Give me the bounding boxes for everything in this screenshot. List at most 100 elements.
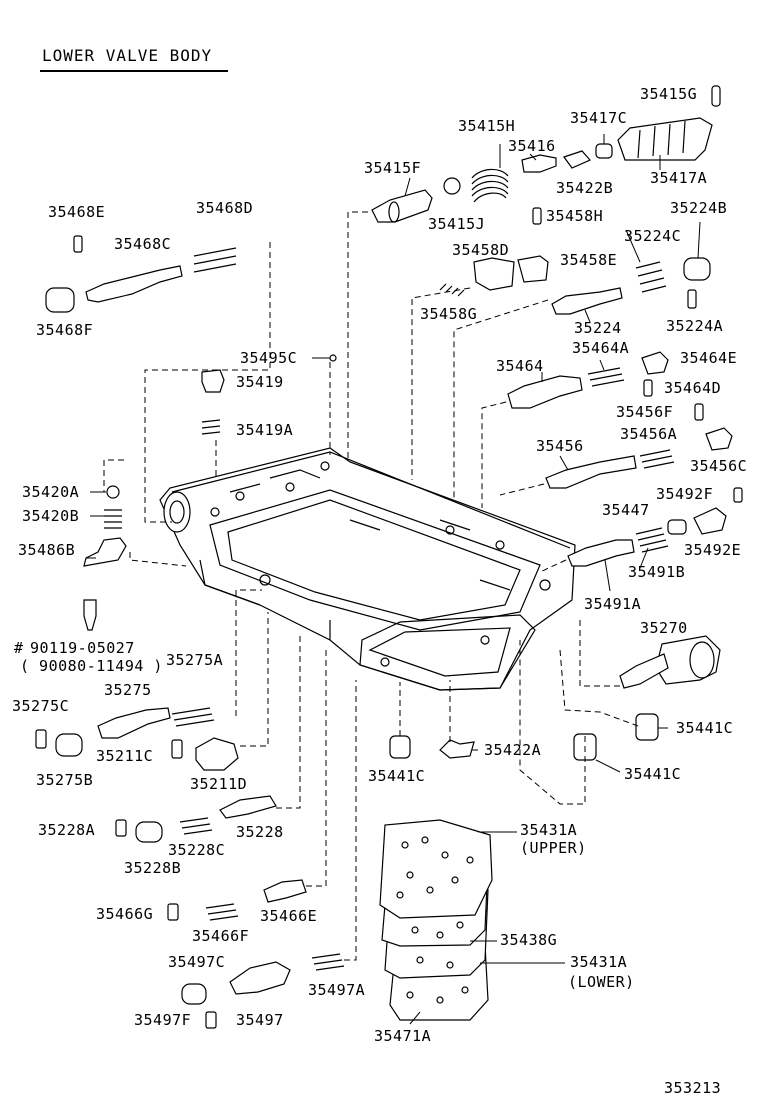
part-90119-bolt xyxy=(83,599,97,631)
label-35458D: 35458D xyxy=(452,241,510,259)
hash-mark: # xyxy=(14,639,24,657)
label-35224A: 35224A xyxy=(666,317,724,335)
label-upper: (UPPER) xyxy=(520,839,587,857)
part-35275A-spring xyxy=(171,707,215,727)
label-35456A: 35456A xyxy=(620,425,678,443)
label-35416: 35416 xyxy=(508,137,556,155)
label-90080-11494: ( 90080-11494 ) xyxy=(20,657,163,675)
label-35466F: 35466F xyxy=(192,927,250,945)
part-35441C-plug-a xyxy=(389,735,411,759)
label-35456: 35456 xyxy=(536,437,584,455)
part-35420A-ball xyxy=(106,485,120,499)
part-35228C-spring xyxy=(179,817,213,835)
part-35468E-pin xyxy=(73,235,83,253)
part-35486B-bracket xyxy=(83,537,127,567)
part-35468F-plug xyxy=(45,287,75,313)
label-35497F: 35497F xyxy=(134,1011,192,1029)
assembly-dashed-lines xyxy=(103,211,639,961)
part-35224A-pin xyxy=(687,289,697,309)
part-35415G-pin xyxy=(711,85,721,107)
part-35275C-pin xyxy=(35,729,47,749)
part-35275-valve xyxy=(97,707,171,739)
label-35417C: 35417C xyxy=(570,109,628,127)
label-35458G: 35458G xyxy=(420,305,478,323)
part-35458E-plug xyxy=(517,255,549,283)
part-35491A-valve xyxy=(567,539,635,567)
label-35420B: 35420B xyxy=(22,507,80,525)
part-35275B-plug xyxy=(55,733,83,757)
diagram-title: LOWER VALVE BODY xyxy=(42,46,213,65)
part-35464A-spring xyxy=(587,367,625,387)
part-35447-plug xyxy=(667,519,687,535)
part-35419A-spring xyxy=(201,419,221,435)
part-35497A-spring xyxy=(311,953,345,971)
label-35224C: 35224C xyxy=(624,227,682,245)
part-35422B-spacer xyxy=(563,150,591,169)
label-35456F: 35456F xyxy=(616,403,674,421)
figure-number: 353213 xyxy=(664,1079,722,1097)
part-35419-plug xyxy=(201,369,225,393)
separator-plate-stack xyxy=(379,819,493,1021)
label-35492E: 35492E xyxy=(684,541,742,559)
label-35441C-a: 35441C xyxy=(676,719,734,737)
label-35492F: 35492F xyxy=(656,485,714,503)
part-35228B-plug xyxy=(135,821,163,843)
label-35466G: 35466G xyxy=(96,905,154,923)
label-35464D: 35464D xyxy=(664,379,722,397)
label-35441C-b: 35441C xyxy=(368,767,426,785)
part-35422A-clip xyxy=(439,739,475,759)
label-35491A: 35491A xyxy=(584,595,642,613)
part-35211D-plug xyxy=(195,737,239,771)
label-35497C: 35497C xyxy=(168,953,226,971)
label-35224B: 35224B xyxy=(670,199,728,217)
part-35466G-pin xyxy=(167,903,179,921)
part-35270-solenoid xyxy=(619,635,721,689)
leader-lines xyxy=(86,134,701,1025)
label-35275: 35275 xyxy=(104,681,152,699)
label-35228B: 35228B xyxy=(124,859,182,877)
label-35468D: 35468D xyxy=(196,199,254,217)
label-35431A-lower: 35431A xyxy=(570,953,628,971)
label-35422A: 35422A xyxy=(484,741,542,759)
part-35456A-spring xyxy=(639,449,675,469)
label-35486B: 35486B xyxy=(18,541,76,559)
label-35464E: 35464E xyxy=(680,349,738,367)
label-35415H: 35415H xyxy=(458,117,516,135)
label-35228A: 35228A xyxy=(38,821,96,839)
part-35492F-pin xyxy=(733,487,743,503)
label-35228C: 35228C xyxy=(168,841,226,859)
part-35228A-pin xyxy=(115,819,127,837)
label-35415G: 35415G xyxy=(640,85,698,103)
label-35417A: 35417A xyxy=(650,169,708,187)
part-35497C-plug xyxy=(181,983,207,1005)
part-35466F-spring xyxy=(205,903,239,921)
label-35275C: 35275C xyxy=(12,697,70,715)
label-35422B: 35422B xyxy=(556,179,614,197)
label-35211D: 35211D xyxy=(190,775,248,793)
label-35419A: 35419A xyxy=(236,421,294,439)
part-35468D-spring xyxy=(193,247,237,273)
label-35491B: 35491B xyxy=(628,563,686,581)
part-35441C-plug-c xyxy=(635,713,659,741)
label-35497A: 35497A xyxy=(308,981,366,999)
label-35468C: 35468C xyxy=(114,235,172,253)
label-35270: 35270 xyxy=(640,619,688,637)
part-35228-valve xyxy=(219,795,277,819)
part-35466E-valve xyxy=(263,879,307,903)
label-35447: 35447 xyxy=(602,501,650,519)
label-35456C: 35456C xyxy=(690,457,748,475)
label-35464A: 35464A xyxy=(572,339,630,357)
label-35420A: 35420A xyxy=(22,483,80,501)
part-35464-valve xyxy=(507,375,583,409)
label-35431A-upper: 35431A xyxy=(520,821,578,839)
part-35415F-valve xyxy=(371,189,433,223)
part-35464D-pin xyxy=(643,379,653,397)
title-underline xyxy=(40,70,228,72)
part-35468C-valve xyxy=(85,265,183,303)
part-35211C-pin xyxy=(171,739,183,759)
label-35471A: 35471A xyxy=(374,1027,432,1045)
part-35458D-sleeve xyxy=(473,257,515,291)
label-35468F: 35468F xyxy=(36,321,94,339)
